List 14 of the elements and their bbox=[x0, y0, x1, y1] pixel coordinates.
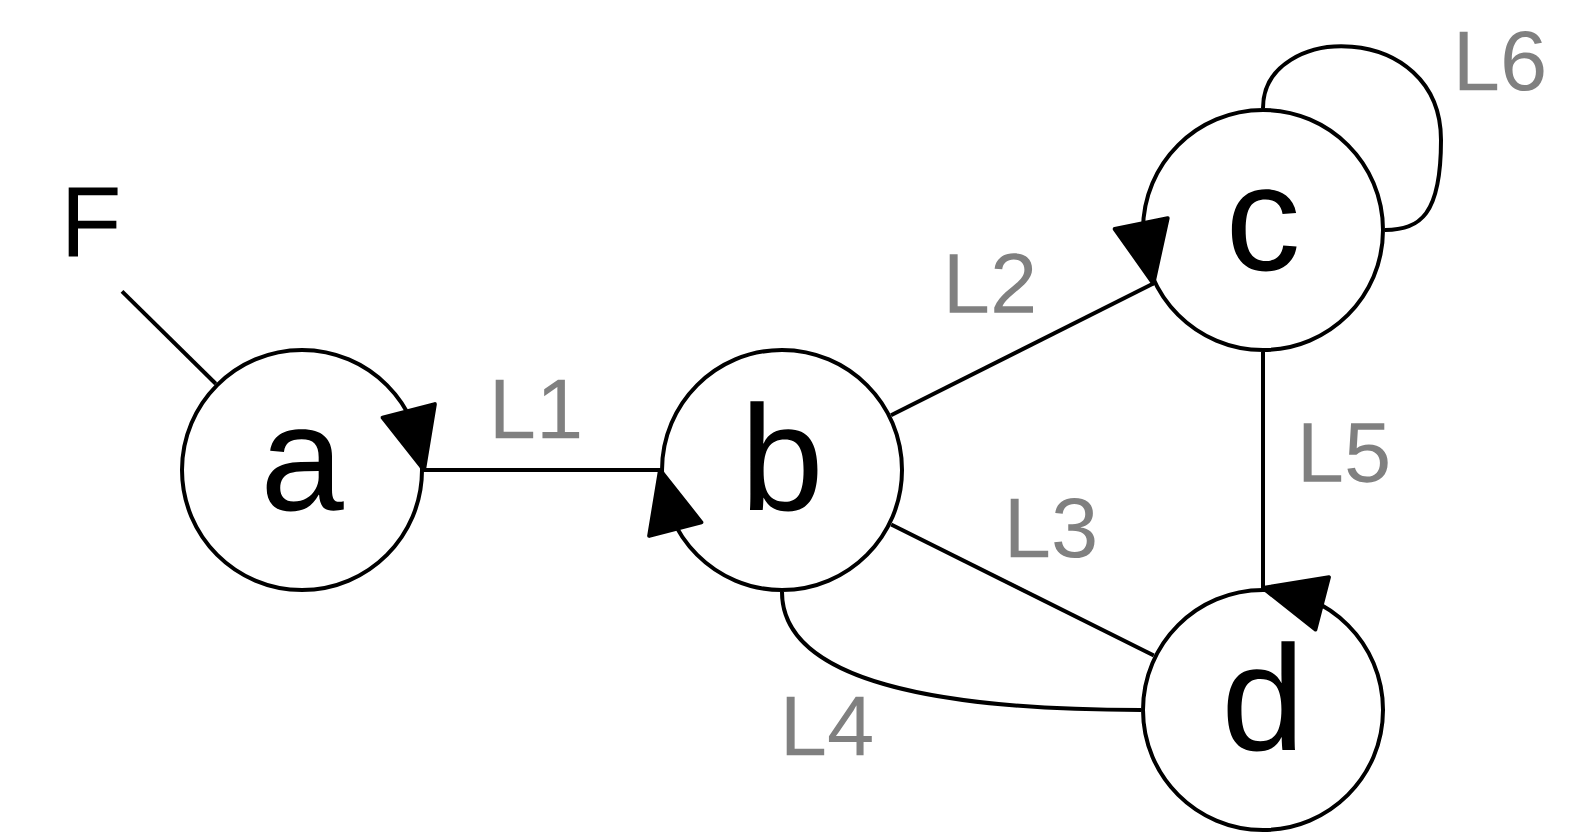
edge-label: L3 bbox=[999, 493, 1103, 563]
edge-label: L2 bbox=[938, 249, 1042, 317]
node-label: F bbox=[68, 187, 118, 257]
arrow bbox=[380, 402, 704, 538]
arrow bbox=[890, 216, 1170, 418]
edge-line bbox=[1261, 44, 1443, 232]
edge-label: L4 bbox=[775, 692, 879, 760]
edge-label: L5 bbox=[1292, 419, 1396, 487]
arrow bbox=[1261, 352, 1331, 632]
edge-line bbox=[780, 591, 1142, 712]
edge-label: L1 bbox=[484, 375, 588, 443]
edge-line bbox=[120, 289, 218, 386]
edge-label: L6 bbox=[1448, 26, 1552, 96]
edge-line bbox=[890, 522, 1155, 658]
